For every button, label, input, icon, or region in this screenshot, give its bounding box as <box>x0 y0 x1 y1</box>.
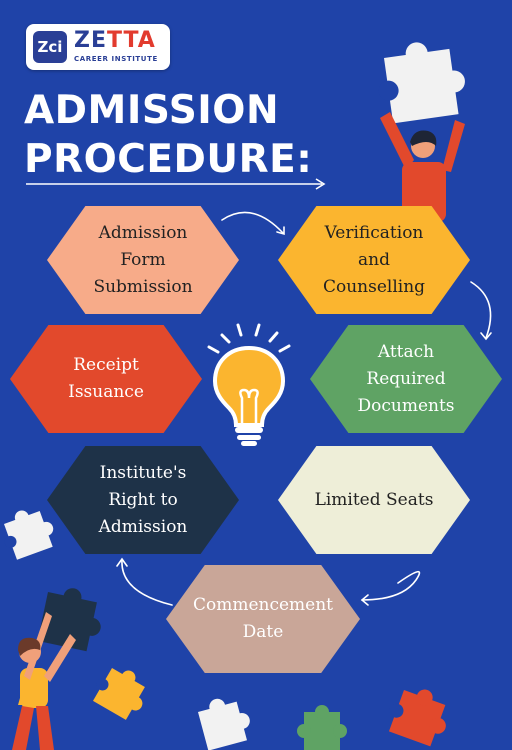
puzzle-piece-icon <box>93 668 145 720</box>
step-label: Verification and Counselling <box>322 222 426 297</box>
puzzle-piece-icon <box>378 42 465 124</box>
arrow-icon <box>121 559 173 606</box>
step-limited-seats: Limited Seats <box>278 446 470 554</box>
page-title-line1: ADMISSION <box>24 88 280 133</box>
puzzle-piece-icon <box>388 689 446 747</box>
brand-name-accent: TTA <box>106 28 156 53</box>
lightbulb-icon <box>207 323 291 446</box>
step-commencement-date: Commencement Date <box>166 565 360 673</box>
puzzle-piece-icon <box>198 698 250 750</box>
title-underline-arrow <box>26 178 326 190</box>
step-label: Attach Required Documents <box>357 341 455 416</box>
person-holding-puzzle-illustration <box>378 42 465 222</box>
page-title-line2: PROCEDURE: <box>24 137 313 182</box>
step-label: Commencement Date <box>192 595 334 642</box>
step-receipt-issuance: Receipt Issuance <box>10 325 202 433</box>
brand-tagline: CAREER INSTITUTE <box>74 55 158 63</box>
puzzle-piece-icon <box>37 588 101 652</box>
arrow-icon <box>361 570 421 601</box>
person-holding-puzzle-illustration <box>12 588 101 750</box>
logo-mark: Zci <box>33 31 67 63</box>
step-label: Admission Form Submission <box>93 222 193 297</box>
brand-logo: Zci ZETTA CAREER INSTITUTE <box>26 24 170 70</box>
step-admission-form-submission: Admission Form Submission <box>47 206 239 314</box>
step-verification-and-counselling: Verification and Counselling <box>278 206 470 314</box>
puzzle-piece-icon <box>4 510 54 560</box>
brand-name: ZETTA <box>74 28 156 53</box>
step-label: Limited Seats <box>314 489 434 510</box>
step-label: Receipt Issuance <box>68 355 144 402</box>
step-label: Institute's Right to Admission <box>98 462 188 537</box>
step-attach-required-documents: Attach Required Documents <box>310 325 502 433</box>
brand-name-main: ZE <box>74 28 107 53</box>
arrow-icon <box>470 281 492 339</box>
step-institutes-right-to-admission: Institute's Right to Admission <box>47 446 239 554</box>
arrow-icon <box>221 211 284 234</box>
puzzle-piece-icon <box>297 705 347 750</box>
